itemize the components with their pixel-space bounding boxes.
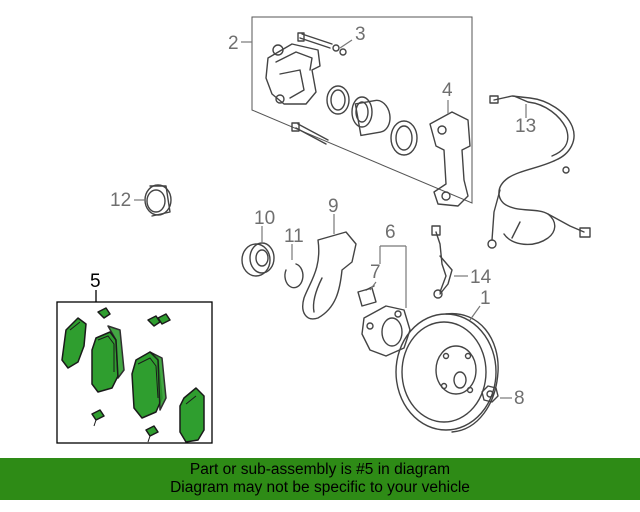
snap-ring: 11	[284, 226, 304, 289]
callout-2: 2	[228, 33, 239, 54]
callout-4: 4	[442, 80, 453, 101]
callout-12: 12	[110, 190, 131, 211]
banner-line-2: Diagram may not be specific to your vehi…	[170, 479, 470, 496]
caliper-bracket: 4	[429, 80, 471, 207]
brake-pad-inner-1	[91, 325, 125, 393]
dust-boot	[390, 120, 418, 156]
caliper-assembly-box	[251, 16, 473, 204]
piston-seal	[326, 85, 350, 115]
brake-pad-inner-2	[131, 351, 167, 419]
brake-pad-kit: 5	[56, 271, 213, 444]
abs-sensor-harness: 13	[487, 95, 591, 249]
wheel-bearing: 10	[241, 208, 275, 277]
callout-1: 1	[480, 288, 491, 309]
wheel-stud: 7	[357, 262, 381, 307]
banner-line-1: Part or sub-assembly is #5 in diagram	[189, 461, 451, 478]
callout-13: 13	[515, 116, 536, 137]
guide-pin-upper	[297, 32, 333, 49]
hub-cap: 12	[110, 184, 172, 217]
caliper-piston	[351, 96, 391, 137]
pad-clip-top	[97, 307, 111, 319]
pad-clip-bottom	[145, 425, 159, 443]
dust-shield: 9	[302, 196, 357, 320]
callout-10: 10	[254, 208, 275, 229]
callout-14: 14	[470, 267, 492, 288]
speed-sensor: 14	[431, 225, 492, 299]
callout-5: 5	[90, 271, 101, 292]
callout-9: 9	[328, 196, 339, 217]
callout-6: 6	[385, 222, 396, 243]
brake-pad-outer-left	[61, 317, 87, 369]
wheel-hub: 6	[361, 222, 411, 357]
callout-8: 8	[514, 388, 525, 409]
brake-pad-outer-right	[179, 387, 205, 443]
pad-kit-box	[56, 301, 213, 444]
brake-caliper	[265, 43, 321, 105]
pad-clip-upper-right	[147, 313, 171, 327]
parts-diagram: 2 3	[56, 16, 591, 444]
callout-11: 11	[284, 226, 304, 247]
guide-pin-lower	[291, 122, 329, 145]
highlight-banner: Part or sub-assembly is #5 in diagram Di…	[0, 458, 640, 500]
callout-3: 3	[355, 24, 366, 45]
caliper-assembly-group: 2 3	[228, 16, 473, 204]
hub-nut: 8	[481, 385, 525, 409]
pad-clip-lower-left	[91, 409, 105, 427]
brake-rotor: 1	[395, 288, 499, 433]
callout-7: 7	[370, 262, 381, 283]
